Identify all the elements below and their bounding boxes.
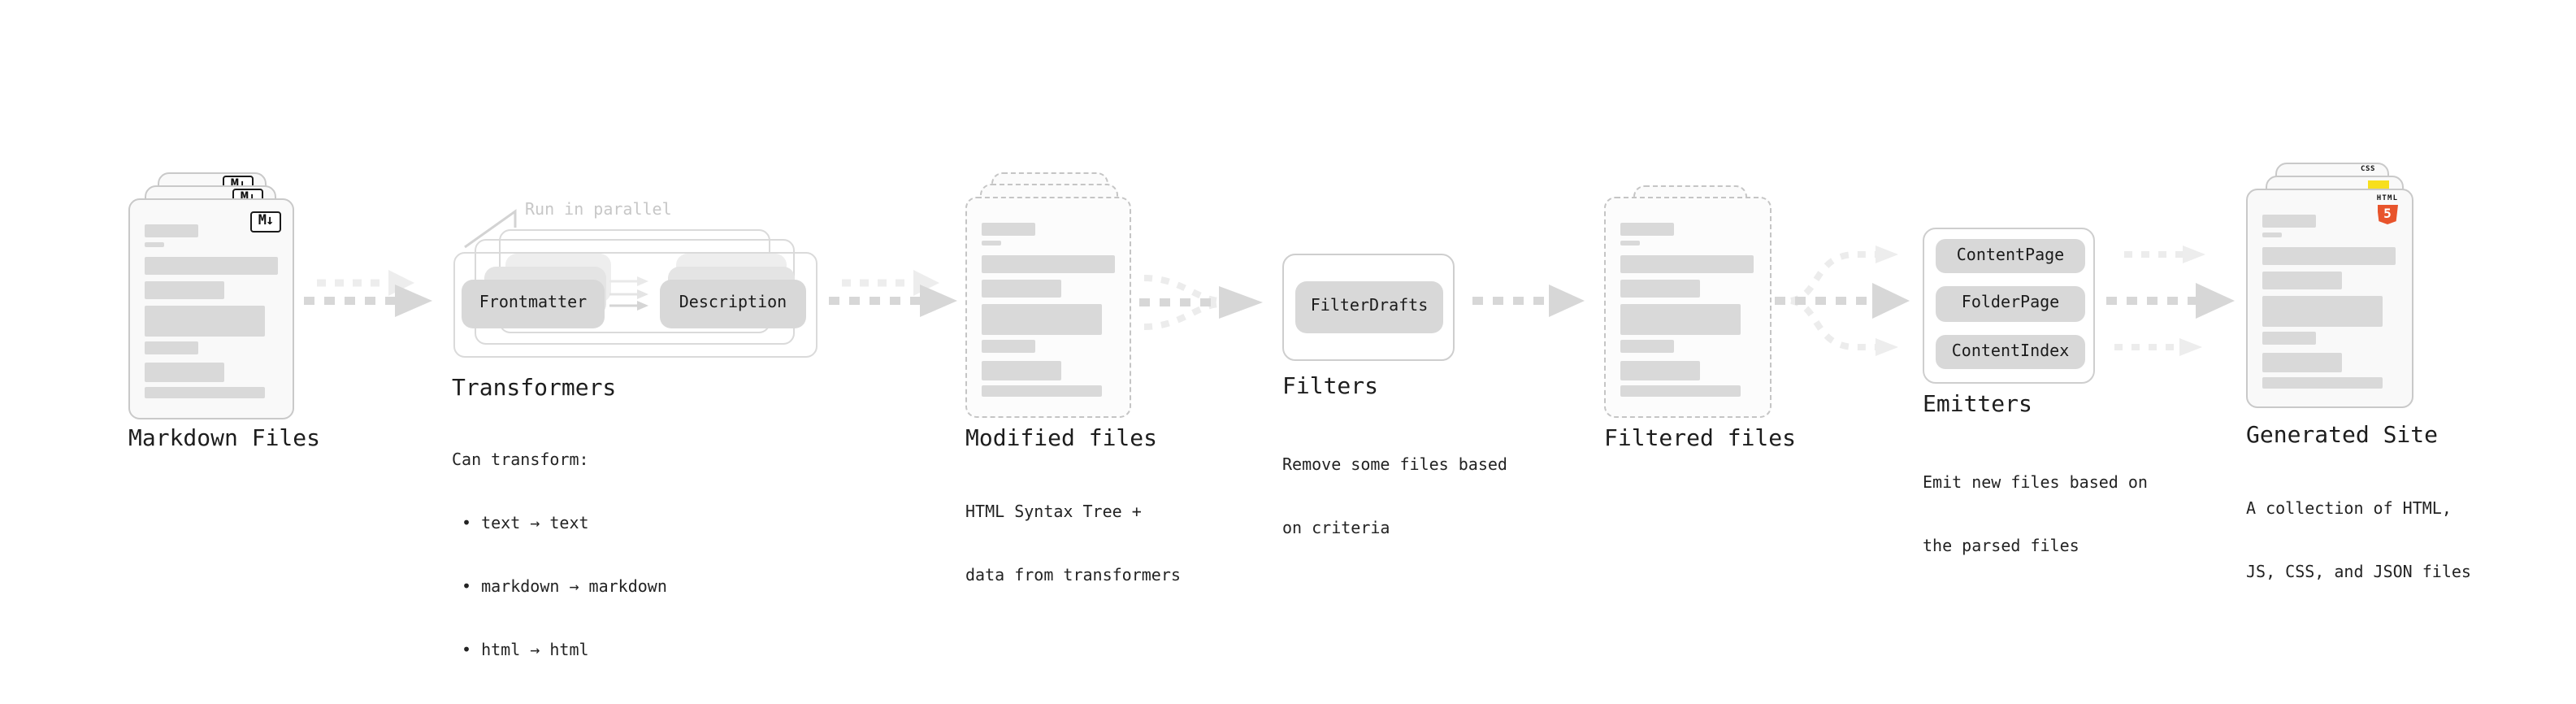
text-line bbox=[982, 361, 1061, 380]
text-line bbox=[1620, 361, 1700, 380]
markdown-file-card: M↓ bbox=[128, 198, 294, 419]
text-line bbox=[982, 241, 1001, 246]
transformers-bullet: • markdown → markdown bbox=[462, 579, 667, 597]
contentpage-pill: ContentPage bbox=[1936, 239, 2085, 273]
frontmatter-pill: Frontmatter bbox=[462, 280, 605, 328]
generated-site-label: Generated Site bbox=[2246, 423, 2439, 449]
emitters-description: Emit new files based on the parsed files bbox=[1923, 431, 2148, 600]
text-line bbox=[982, 304, 1102, 335]
modified-desc-line: HTML Syntax Tree + bbox=[965, 504, 1142, 522]
modified-files-description: HTML Syntax Tree + data from transformer… bbox=[965, 460, 1181, 629]
transformer-layer-front bbox=[453, 252, 817, 358]
filtered-file-card bbox=[1604, 197, 1772, 418]
text-line bbox=[2262, 332, 2316, 345]
text-line bbox=[145, 257, 278, 275]
text-line bbox=[2262, 215, 2316, 228]
text-line bbox=[1620, 255, 1754, 273]
text-line bbox=[982, 223, 1035, 236]
text-line bbox=[2262, 247, 2396, 265]
transformers-bullet: • text → text bbox=[462, 515, 589, 533]
filterdrafts-pill: FilterDrafts bbox=[1295, 281, 1443, 333]
text-line bbox=[145, 387, 265, 398]
text-line bbox=[2262, 377, 2383, 389]
transformers-label: Transformers bbox=[452, 376, 617, 402]
html5-shield: 5 bbox=[2377, 205, 2398, 224]
filters-panel: FilterDrafts bbox=[1282, 254, 1455, 361]
text-line bbox=[1620, 280, 1700, 298]
text-line bbox=[145, 341, 198, 354]
callout-leader-line bbox=[464, 209, 517, 249]
arrow-transformers-to-modified bbox=[829, 270, 957, 317]
emitters-desc-line: the parsed files bbox=[1923, 538, 2079, 556]
text-line bbox=[2262, 296, 2383, 327]
transformers-bullet: • html → html bbox=[462, 642, 589, 660]
transformers-desc-title: Can transform: bbox=[452, 452, 589, 470]
text-line bbox=[1620, 385, 1741, 397]
arrow-markdown-to-transformers bbox=[304, 270, 432, 317]
generated-desc-line: A collection of HTML, bbox=[2246, 501, 2452, 519]
transformers-description: Can transform: • text → text • markdown … bbox=[452, 408, 667, 704]
text-line bbox=[145, 306, 265, 337]
modified-file-card bbox=[965, 197, 1131, 418]
text-line bbox=[982, 340, 1035, 353]
text-line bbox=[1620, 223, 1674, 236]
emitters-label: Emitters bbox=[1923, 392, 2032, 418]
contentindex-pill: ContentIndex bbox=[1936, 335, 2085, 369]
text-line bbox=[982, 385, 1102, 397]
arrow-filtered-to-emitters bbox=[1775, 246, 1910, 356]
mini-arrow-icon bbox=[609, 289, 648, 298]
html5-wordmark: HTML bbox=[2376, 195, 2399, 203]
text-line bbox=[145, 224, 198, 237]
pipeline-diagram: M↓ M↓ M↓ Markdown Files Frontmatter Desc… bbox=[128, 163, 2471, 660]
text-line bbox=[2262, 353, 2342, 372]
generated-file-card: HTML 5 bbox=[2246, 189, 2413, 408]
filters-desc-line: on criteria bbox=[1282, 520, 1390, 538]
text-line bbox=[1620, 241, 1640, 246]
text-line bbox=[982, 280, 1061, 298]
markdown-icon: M↓ bbox=[250, 211, 281, 232]
emitters-desc-line: Emit new files based on bbox=[1923, 475, 2148, 493]
markdown-files-label: Markdown Files bbox=[128, 426, 321, 452]
arrow-emitters-to-generated bbox=[2106, 246, 2235, 356]
filters-label: Filters bbox=[1282, 374, 1379, 400]
filters-description: Remove some files based on criteria bbox=[1282, 413, 1507, 582]
generated-site-description: A collection of HTML, JS, CSS, and JSON … bbox=[2246, 457, 2471, 626]
description-pill: Description bbox=[660, 280, 806, 328]
folderpage-pill: FolderPage bbox=[1936, 286, 2085, 322]
run-in-parallel-label: Run in parallel bbox=[525, 202, 672, 219]
css-wordmark: CSS bbox=[2360, 166, 2376, 174]
text-line bbox=[2262, 232, 2282, 237]
text-line bbox=[1620, 304, 1741, 335]
text-line bbox=[145, 363, 224, 382]
text-line bbox=[145, 242, 164, 247]
arrow-modified-to-filters bbox=[1139, 275, 1263, 330]
text-line bbox=[982, 255, 1115, 273]
modified-files-label: Modified files bbox=[965, 426, 1158, 452]
html5-icon: HTML 5 bbox=[2371, 195, 2404, 224]
emitters-panel: ContentPage FolderPage ContentIndex bbox=[1923, 228, 2095, 384]
text-line bbox=[1620, 340, 1674, 353]
modified-desc-line: data from transformers bbox=[965, 567, 1181, 585]
arrow-filters-to-filtered bbox=[1472, 285, 1585, 317]
text-line bbox=[2262, 272, 2342, 289]
mini-arrow-icon bbox=[609, 301, 648, 311]
text-line bbox=[145, 281, 224, 299]
filters-desc-line: Remove some files based bbox=[1282, 457, 1507, 475]
filtered-files-label: Filtered files bbox=[1604, 426, 1797, 452]
mini-arrow-icon bbox=[609, 276, 648, 286]
generated-desc-line: JS, CSS, and JSON files bbox=[2246, 564, 2471, 582]
